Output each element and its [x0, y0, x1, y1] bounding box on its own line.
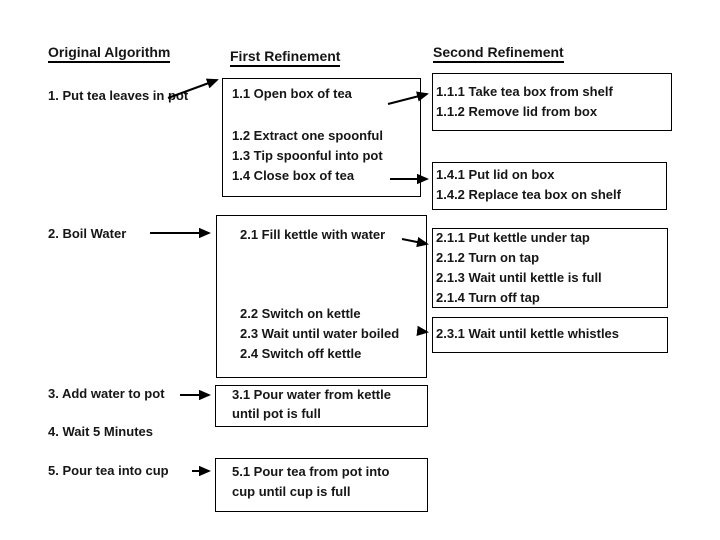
- refinement-step-1-4-1: 1.4.1 Put lid on box: [436, 167, 555, 182]
- original-step-2: 2. Boil Water: [48, 226, 127, 241]
- refinement-step-1-1-2: 1.1.2 Remove lid from box: [436, 104, 598, 119]
- second-refinement-box-2-1: [432, 228, 668, 308]
- refinement-step-1-1-1: 1.1.1 Take tea box from shelf: [436, 84, 613, 99]
- refinement-step-2-1-2: 2.1.2 Turn on tap: [436, 250, 540, 265]
- refinement-step-2-1: 2.1 Fill kettle with water: [240, 227, 386, 242]
- first-refinement-box-boil: [216, 215, 427, 378]
- first-refinement-box-add-water: [215, 385, 428, 427]
- refinement-step-5-1-line-2: cup until cup is full: [232, 484, 351, 499]
- refinement-step-3-1-line-1: 3.1 Pour water from kettle: [232, 387, 391, 402]
- refinement-step-1-3: 1.3 Tip spoonful into pot: [232, 148, 383, 163]
- original-step-5: 5. Pour tea into cup: [48, 463, 169, 478]
- refinement-step-2-1-3: 2.1.3 Wait until kettle is full: [436, 270, 602, 285]
- refinement-step-1-4: 1.4 Close box of tea: [232, 168, 355, 183]
- column-header-original-algorithm: Original Algorithm: [48, 44, 171, 63]
- refinement-step-3-1-line-2: until pot is full: [232, 406, 321, 421]
- second-refinement-box-1-4: [432, 162, 667, 210]
- original-step-3: 3. Add water to pot: [48, 386, 165, 401]
- refinement-step-2-1-1: 2.1.1 Put kettle under tap: [436, 230, 590, 245]
- column-header-second-refinement: Second Refinement: [433, 44, 564, 63]
- refinement-step-5-1-line-1: 5.1 Pour tea from pot into: [232, 464, 390, 479]
- second-refinement-box-2-3: [432, 317, 668, 353]
- original-step-1: 1. Put tea leaves in pot: [48, 88, 189, 103]
- second-refinement-box-1-1: [432, 73, 672, 131]
- column-header-first-refinement: First Refinement: [230, 48, 341, 67]
- refinement-step-2-2: 2.2 Switch on kettle: [240, 306, 361, 321]
- first-refinement-box-pour-tea: [215, 458, 428, 512]
- refinement-step-2-4: 2.4 Switch off kettle: [240, 346, 362, 361]
- refinement-step-1-1: 1.1 Open box of tea: [232, 86, 352, 101]
- refinement-step-2-3: 2.3 Wait until water boiled: [240, 326, 400, 341]
- refinement-step-1-2: 1.2 Extract one spoonful: [232, 128, 383, 143]
- refinement-step-2-3-1: 2.3.1 Wait until kettle whistles: [436, 326, 620, 341]
- refinement-step-1-4-2: 1.4.2 Replace tea box on shelf: [436, 187, 621, 202]
- refinement-step-2-1-4: 2.1.4 Turn off tap: [436, 290, 540, 305]
- original-step-4: 4. Wait 5 Minutes: [48, 424, 153, 439]
